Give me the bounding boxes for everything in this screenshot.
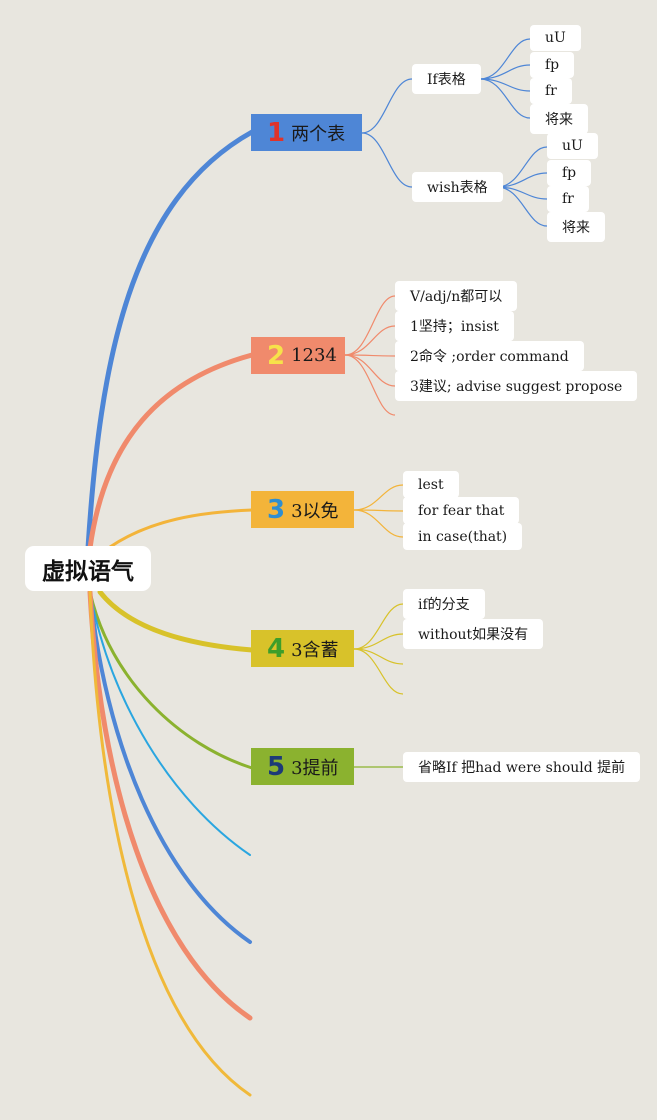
branch-5-number: 5 bbox=[267, 751, 286, 782]
branch-1-number: 1 bbox=[267, 117, 286, 148]
branch-4-label: 3含蓄 bbox=[291, 639, 339, 661]
if-item-fr[interactable]: fr bbox=[530, 78, 572, 104]
wish-item-uu[interactable]: uU bbox=[547, 133, 598, 159]
wish-item-future[interactable]: 将来 bbox=[547, 212, 605, 242]
branch-4-sub-connectors bbox=[353, 603, 404, 695]
b2-item-4[interactable]: 3建议; advise suggest propose bbox=[395, 371, 638, 401]
b2-item-3[interactable]: 2命令 ;order command bbox=[395, 341, 584, 371]
branch-3-label: 3以免 bbox=[291, 500, 339, 522]
root-node[interactable]: 虚拟语气 bbox=[25, 546, 151, 591]
b2-item-2[interactable]: 1坚持；insist bbox=[395, 311, 514, 341]
connector-branch-5 bbox=[88, 590, 254, 770]
if-item-fr-label: fr bbox=[545, 83, 557, 99]
branch-node-5[interactable]: 5 3提前 bbox=[251, 748, 354, 785]
b4-item-1-label: if的分支 bbox=[418, 597, 470, 613]
branch-node-2[interactable]: 2 1234 bbox=[251, 337, 345, 374]
subtopic-if-table-label: If表格 bbox=[427, 72, 466, 88]
branch-2-sub-connectors bbox=[344, 295, 396, 416]
b2-item-1[interactable]: V/adj/n都可以 bbox=[395, 281, 518, 311]
connector-empty-cyan bbox=[89, 591, 251, 856]
b3-item-2-label: for fear that bbox=[418, 502, 505, 519]
wish-item-fp[interactable]: fp bbox=[547, 160, 592, 186]
subtopic-wish-table[interactable]: wish表格 bbox=[412, 172, 503, 202]
branch-2-label: 1234 bbox=[291, 345, 337, 366]
b4-item-1[interactable]: if的分支 bbox=[403, 589, 485, 619]
branch-2-number: 2 bbox=[267, 340, 286, 371]
b2-item-4-label: 3建议; advise suggest propose bbox=[410, 379, 623, 395]
connector-branch-4 bbox=[97, 589, 255, 653]
if-item-uu-label: uU bbox=[545, 30, 566, 46]
wish-item-fp-label: fp bbox=[562, 165, 577, 181]
b3-item-2[interactable]: for fear that bbox=[403, 497, 520, 524]
b2-item-1-label: V/adj/n都可以 bbox=[410, 289, 503, 305]
branch-node-3[interactable]: 3 3以免 bbox=[251, 491, 354, 528]
branch-3-sub-connectors bbox=[353, 484, 404, 538]
b2-item-3-label: 2命令 ;order command bbox=[410, 349, 569, 365]
branch-3-number: 3 bbox=[267, 494, 286, 525]
connector-branch-2 bbox=[87, 352, 255, 551]
if-item-future-label: 将来 bbox=[545, 112, 573, 128]
b3-item-1[interactable]: lest bbox=[403, 471, 459, 498]
branch-4-number: 4 bbox=[267, 633, 286, 664]
if-item-fp[interactable]: fp bbox=[530, 52, 575, 78]
wish-item-future-label: 将来 bbox=[562, 220, 590, 236]
if-item-uu[interactable]: uU bbox=[530, 25, 581, 51]
wish-item-uu-label: uU bbox=[562, 138, 583, 154]
connector-branch-3 bbox=[108, 508, 254, 549]
b3-item-1-label: lest bbox=[418, 476, 444, 493]
subtopic-if-table[interactable]: If表格 bbox=[412, 64, 481, 94]
branch-5-label: 3提前 bbox=[291, 757, 339, 779]
if-item-future[interactable]: 将来 bbox=[530, 104, 588, 134]
if-item-fp-label: fp bbox=[545, 57, 560, 73]
root-label: 虚拟语气 bbox=[42, 558, 134, 585]
b5-item-1-label: 省略If 把had were should 提前 bbox=[418, 760, 626, 776]
branch-1-sub-connectors bbox=[361, 38, 548, 227]
connector-empty-salmon bbox=[87, 589, 253, 1021]
branch-1-label: 两个表 bbox=[291, 123, 346, 145]
b4-item-2[interactable]: without如果没有 bbox=[403, 619, 544, 649]
connector-empty-yellow bbox=[88, 590, 252, 1097]
b4-item-2-label: without如果没有 bbox=[418, 627, 529, 643]
b3-item-3[interactable]: in case(that) bbox=[403, 523, 523, 550]
subtopic-wish-table-label: wish表格 bbox=[427, 180, 488, 196]
connector-branch-1 bbox=[85, 129, 255, 551]
b2-item-2-label: 1坚持；insist bbox=[410, 319, 499, 335]
b5-item-1[interactable]: 省略If 把had were should 提前 bbox=[403, 752, 641, 782]
branch-node-1[interactable]: 1 两个表 bbox=[251, 114, 362, 151]
branch-node-4[interactable]: 4 3含蓄 bbox=[251, 630, 354, 667]
connector-empty-blue bbox=[88, 590, 252, 944]
b3-item-3-label: in case(that) bbox=[418, 528, 508, 545]
wish-item-fr-label: fr bbox=[562, 191, 574, 207]
wish-item-fr[interactable]: fr bbox=[547, 186, 589, 212]
